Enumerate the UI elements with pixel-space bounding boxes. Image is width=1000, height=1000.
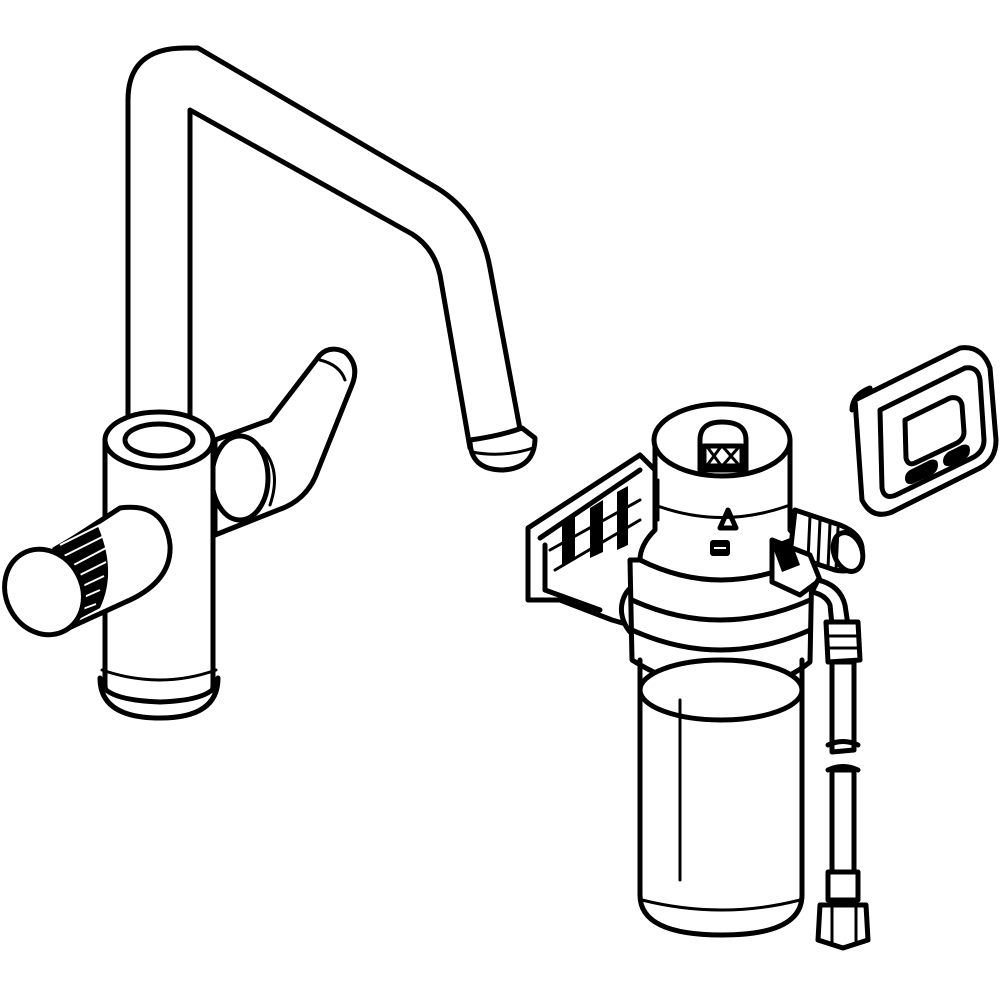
filter-arrow-mark: [710, 507, 739, 556]
filter-outlet-fitting: [769, 537, 823, 598]
filter-head-icon: [627, 401, 815, 693]
display-buttons: [905, 444, 970, 485]
hose-icon: [809, 577, 871, 951]
faucet-icon: [2, 45, 538, 721]
filter-cartridge-icon: [637, 657, 805, 938]
faucet-lever-handle: [209, 346, 358, 538]
faucet-side-knob: [2, 504, 173, 638]
display-icon: [849, 345, 999, 517]
bracket-ribs: [548, 486, 642, 572]
faucet-spout: [125, 45, 538, 473]
filter-top-symbol: [697, 419, 749, 473]
display-screen: [902, 395, 967, 467]
